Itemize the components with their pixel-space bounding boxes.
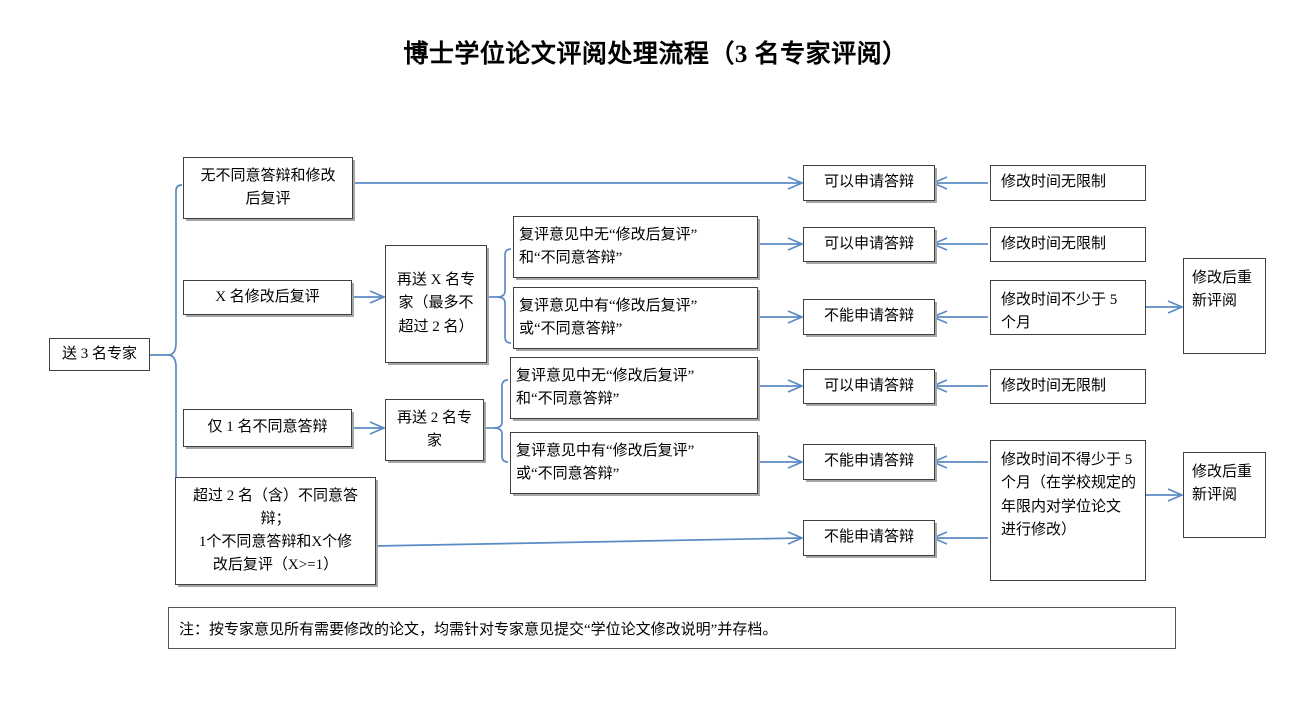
node-review-b1[interactable]: 复评意见中无“修改后复评” 和“不同意答辩” (510, 357, 758, 419)
node-review-b1-label: 复评意见中无“修改后复评” 和“不同意答辩” (516, 367, 695, 407)
node-time-2[interactable]: 修改时间无限制 (990, 227, 1146, 262)
node-review-b2[interactable]: 复评意见中有“修改后复评” 或“不同意答辩” (510, 432, 758, 494)
node-time-5[interactable]: 修改时间不得少于 5 个月（在学校规定的 年限内对学位论文 进行修改） (990, 440, 1146, 581)
node-result-3-label: 不能申请答辩 (823, 308, 914, 325)
node-time-3-label: 修改时间不少于 5 个月 (1001, 292, 1118, 332)
node-time-2-label: 修改时间无限制 (1001, 235, 1107, 252)
node-time-1-label: 修改时间无限制 (1001, 174, 1107, 191)
node-result-5-label: 不能申请答辩 (823, 453, 914, 470)
node-result-4-label: 可以申请答辩 (823, 377, 914, 394)
node-result-1-label: 可以申请答辩 (823, 174, 914, 191)
node-start[interactable]: 送 3 名专家 (49, 338, 150, 371)
node-result-6-label: 不能申请答辩 (823, 529, 914, 546)
node-outcome-two-no[interactable]: 超过 2 名（含）不同意答 辩； 1个不同意答辩和X个修 改后复评（X>=1） (175, 477, 376, 585)
node-outcome-two-no-label: 超过 2 名（含）不同意答 辩； 1个不同意答辩和X个修 改后复评（X>=1） (192, 487, 358, 574)
node-rereview-1-label: 修改后重 新评阅 (1192, 270, 1253, 310)
footnote-box: 注：按专家意见所有需要修改的论文，均需针对专家意见提交“学位论文修改说明”并存档… (168, 607, 1176, 649)
node-resend-x-label: 再送 X 名专 家（最多不 超过 2 名） (396, 272, 476, 335)
page-title: 博士学位论文评阅处理流程（3 名专家评阅） (403, 41, 908, 68)
node-outcome-none-label: 无不同意答辩和修改 后复评 (200, 167, 336, 207)
node-review-a1-label: 复评意见中无“修改后复评” 和“不同意答辩” (519, 226, 698, 266)
node-time-4-label: 修改时间无限制 (1001, 377, 1107, 394)
node-result-6[interactable]: 不能申请答辩 (803, 520, 935, 556)
node-result-5[interactable]: 不能申请答辩 (803, 444, 935, 480)
node-result-1[interactable]: 可以申请答辩 (803, 165, 935, 201)
node-time-5-label: 修改时间不得少于 5 个月（在学校规定的 年限内对学位论文 进行修改） (1001, 452, 1137, 538)
node-review-a1[interactable]: 复评意见中无“修改后复评” 和“不同意答辩” (513, 216, 758, 278)
node-result-4[interactable]: 可以申请答辩 (803, 369, 935, 404)
node-resend-two[interactable]: 再送 2 名专 家 (385, 399, 484, 461)
node-rereview-2-label: 修改后重 新评阅 (1192, 464, 1253, 504)
footnote-text: 注：按专家意见所有需要修改的论文，均需针对专家意见提交“学位论文修改说明”并存档… (179, 621, 778, 638)
node-time-4[interactable]: 修改时间无限制 (990, 369, 1146, 404)
node-outcome-one-no-label: 仅 1 名不同意答辩 (207, 419, 328, 436)
node-result-3[interactable]: 不能申请答辩 (803, 299, 935, 335)
node-resend-two-label: 再送 2 名专 家 (396, 409, 472, 449)
node-start-label: 送 3 名专家 (61, 345, 137, 362)
node-review-b2-label: 复评意见中有“修改后复评” 或“不同意答辩” (516, 442, 695, 482)
node-time-1[interactable]: 修改时间无限制 (990, 165, 1146, 201)
node-resend-x[interactable]: 再送 X 名专 家（最多不 超过 2 名） (385, 245, 487, 363)
node-outcome-none[interactable]: 无不同意答辩和修改 后复评 (183, 157, 353, 219)
node-rereview-1[interactable]: 修改后重 新评阅 (1183, 258, 1266, 354)
node-review-a2[interactable]: 复评意见中有“修改后复评” 或“不同意答辩” (513, 287, 758, 349)
node-outcome-x-revise[interactable]: X 名修改后复评 (183, 280, 352, 315)
node-review-a2-label: 复评意见中有“修改后复评” 或“不同意答辩” (519, 297, 698, 337)
node-result-2-label: 可以申请答辩 (823, 235, 914, 252)
node-time-3[interactable]: 修改时间不少于 5 个月 (990, 280, 1146, 335)
node-outcome-one-no[interactable]: 仅 1 名不同意答辩 (183, 409, 352, 447)
node-rereview-2[interactable]: 修改后重 新评阅 (1183, 452, 1266, 538)
node-outcome-x-revise-label: X 名修改后复评 (215, 288, 320, 305)
node-result-2[interactable]: 可以申请答辩 (803, 227, 935, 262)
